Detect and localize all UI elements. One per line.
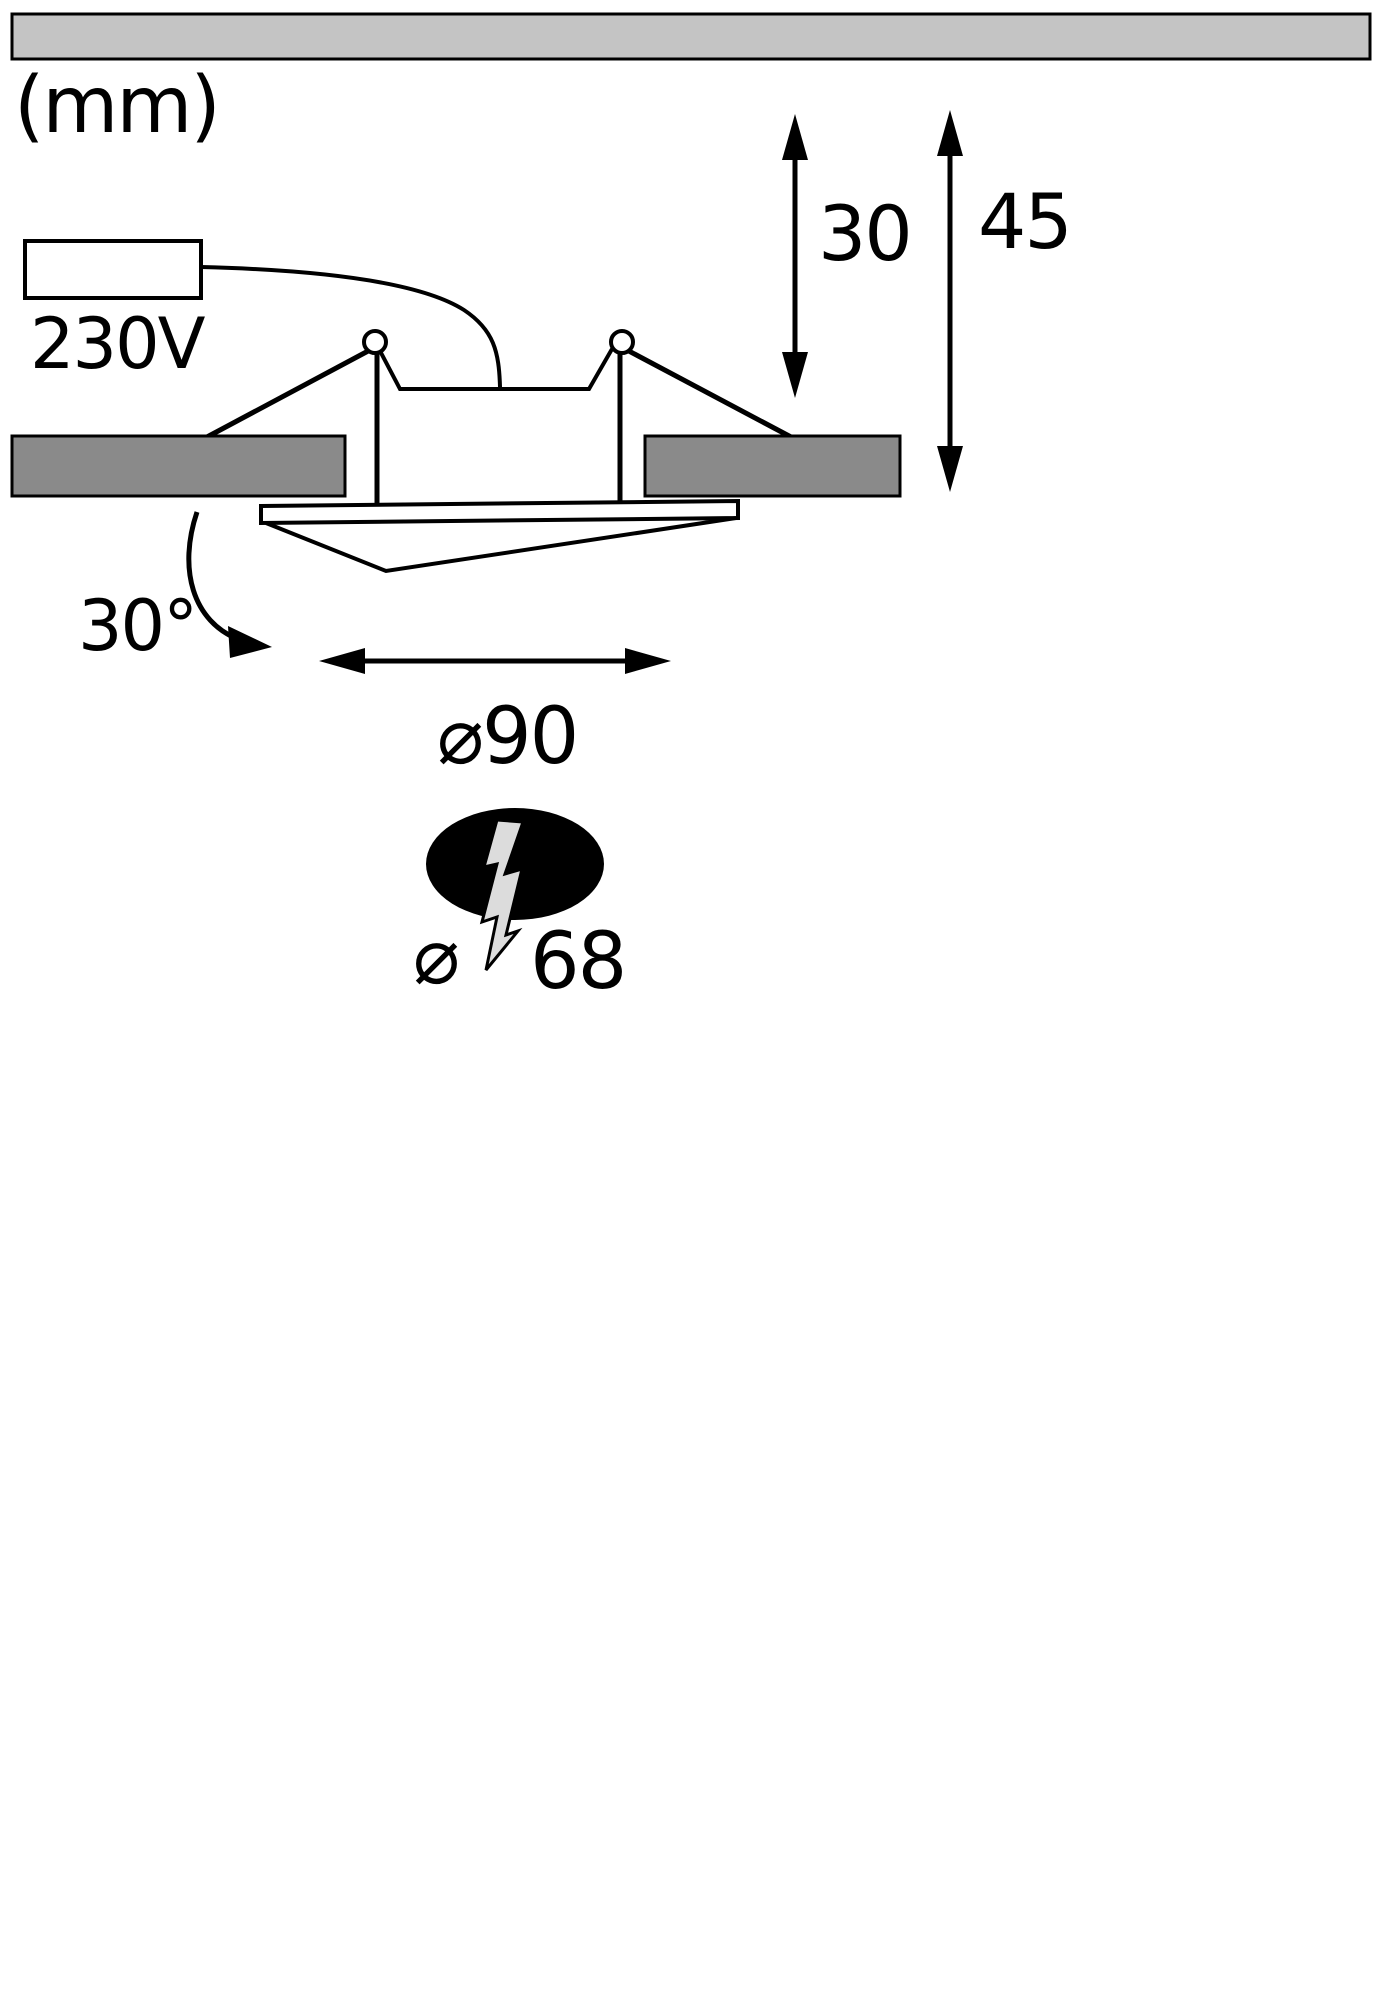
cutout-diameter-value: 68 xyxy=(530,917,625,1007)
transformer-box xyxy=(23,239,203,300)
spring-left xyxy=(205,347,372,440)
arrow-up-icon xyxy=(937,110,963,156)
tilt-arrowhead-icon xyxy=(228,626,272,658)
tilt-arc xyxy=(186,511,241,643)
dim30-label: 30 xyxy=(818,189,911,278)
trim-ring xyxy=(259,498,740,526)
unit-label: (mm) xyxy=(14,61,219,151)
tilt-angle-label: 30° xyxy=(78,585,196,667)
ceiling-bar xyxy=(10,12,1372,61)
lightning-bolt-icon xyxy=(479,818,526,971)
cutout-diameter-symbol: ⌀ xyxy=(413,912,458,1002)
dim45-arrow xyxy=(937,110,963,492)
dim30-arrow xyxy=(782,114,808,398)
diameter-label: ⌀90 xyxy=(437,692,577,782)
housing-cavity xyxy=(377,348,614,391)
dim45-label: 45 xyxy=(978,177,1071,266)
arrow-down-icon xyxy=(937,446,963,492)
tilted-lamp-face xyxy=(265,516,737,574)
ceiling-panel-left xyxy=(10,434,347,498)
power-cable xyxy=(200,265,502,388)
ceiling-panel-right xyxy=(643,434,902,498)
pivot-right xyxy=(609,329,635,355)
arrow-left-icon xyxy=(319,648,365,674)
pivot-left xyxy=(362,329,388,355)
voltage-label: 230V xyxy=(30,303,206,385)
arrow-right-icon xyxy=(625,648,671,674)
diameter-arrow xyxy=(319,648,671,674)
arrow-up-icon xyxy=(782,114,808,160)
cutout-ellipse xyxy=(426,808,604,920)
spring-right xyxy=(625,347,793,440)
arrow-down-icon xyxy=(782,352,808,398)
